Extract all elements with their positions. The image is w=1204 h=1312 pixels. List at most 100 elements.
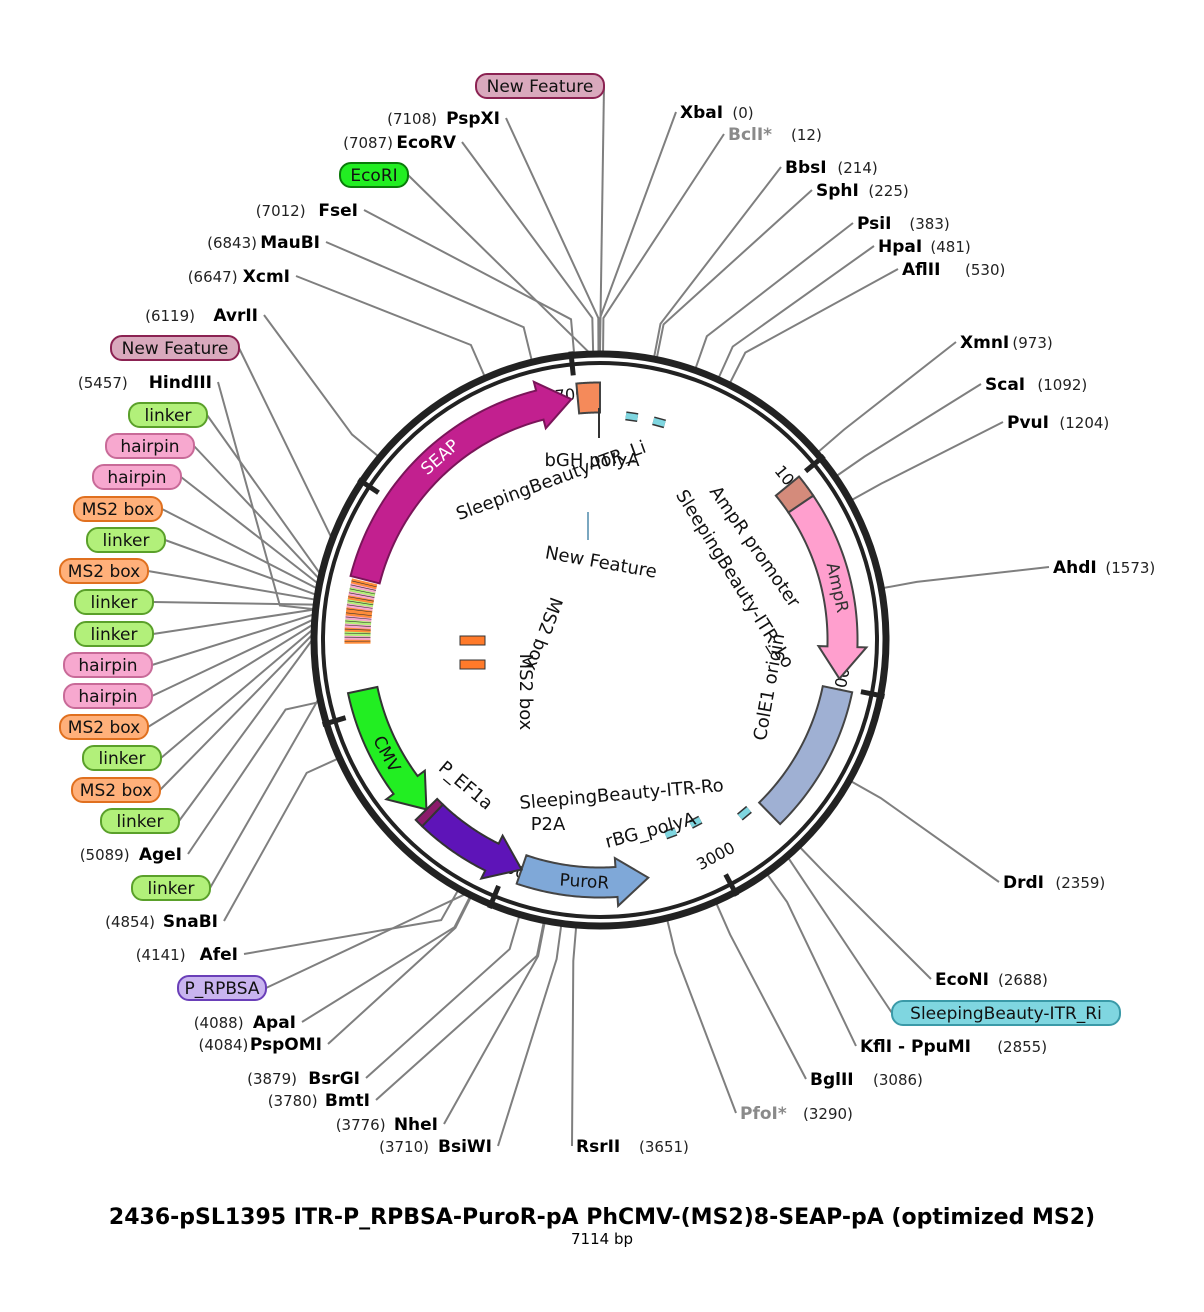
ms2-stripe-edge bbox=[351, 580, 377, 588]
site-drdi: DrdI bbox=[1003, 873, 1044, 893]
leader-line bbox=[295, 275, 486, 377]
site-xmni: XmnI bbox=[960, 333, 1009, 353]
box-leader-line bbox=[152, 608, 314, 635]
site-position: (3710) bbox=[379, 1138, 429, 1156]
site-position: (7087) bbox=[343, 134, 393, 152]
box-leader-line bbox=[151, 618, 314, 697]
site-scai: ScaI bbox=[985, 375, 1025, 395]
site-position: (530) bbox=[965, 261, 1005, 279]
feature-box bbox=[105, 433, 195, 459]
site-pspomi: PspOMI bbox=[250, 1035, 322, 1055]
site-nhei: NheI bbox=[394, 1115, 438, 1135]
leader-line bbox=[505, 117, 600, 353]
ms2-stripe-edge bbox=[344, 628, 371, 631]
site-maubi: MauBI bbox=[260, 233, 320, 253]
box-leader-line bbox=[238, 347, 332, 538]
site-position: (5089) bbox=[80, 846, 130, 864]
feature-box bbox=[92, 464, 182, 490]
box-leader-line bbox=[209, 698, 320, 889]
box-leader-line bbox=[160, 629, 313, 759]
site-position: (2855) bbox=[997, 1038, 1047, 1056]
feature-box-label: New Feature bbox=[487, 77, 594, 97]
site-ahdi: AhdI bbox=[1053, 558, 1097, 578]
feature-box-label: MS2 box bbox=[80, 781, 152, 801]
tick-label: 3000 bbox=[693, 838, 738, 874]
plasmid-title: 2436-pSL1395 ITR-P_RPBSA-PuroR-pA PhCMV-… bbox=[109, 1205, 1095, 1230]
ms2-inner-block bbox=[459, 635, 486, 646]
feature-box bbox=[891, 1000, 1121, 1026]
site-apai: ApaI bbox=[253, 1013, 296, 1033]
ms2-stripe-edge bbox=[345, 616, 372, 620]
site-position: (6843) bbox=[207, 234, 257, 252]
plasmid-backbone bbox=[310, 350, 890, 930]
site-snabi: SnaBI bbox=[163, 912, 218, 932]
feature-p-ef1a bbox=[414, 797, 445, 828]
site-pfoi-: PfoI* bbox=[740, 1104, 787, 1124]
site-sphi: SphI bbox=[816, 181, 859, 201]
site-bbsi: BbsI bbox=[785, 158, 827, 178]
tick-mark bbox=[357, 477, 380, 495]
itr-marker bbox=[652, 417, 666, 427]
leader-line bbox=[263, 314, 379, 458]
box-leader-line bbox=[178, 639, 313, 822]
leader-line bbox=[602, 133, 725, 353]
site-afei: AfeI bbox=[200, 945, 238, 965]
leader-line bbox=[461, 141, 595, 353]
ms2-stripe-edge bbox=[344, 624, 371, 627]
leader-line bbox=[729, 268, 899, 384]
ms2-stripe-edge bbox=[348, 592, 375, 598]
feature-box-label: MS2 box bbox=[68, 562, 140, 582]
site-position: (214) bbox=[837, 159, 877, 177]
feature-box-label: hairpin bbox=[78, 656, 137, 676]
leader-line bbox=[301, 896, 471, 1023]
site-xbai: XbaI bbox=[680, 103, 723, 123]
feature-box-label: New Feature bbox=[122, 339, 229, 359]
ms2-stripe-edge bbox=[349, 588, 376, 595]
feature-box-label: hairpin bbox=[120, 437, 179, 457]
itr-marker bbox=[737, 807, 751, 820]
site-bsiwi: BsiWI bbox=[438, 1137, 492, 1157]
leader-line bbox=[715, 903, 807, 1080]
box-leader-line bbox=[159, 634, 313, 791]
box-leader-line bbox=[152, 601, 315, 606]
site-position: (3290) bbox=[803, 1105, 853, 1123]
ms2-stripe-edge bbox=[344, 632, 371, 635]
feature-bgh-polya bbox=[575, 381, 601, 415]
site-fsei: FseI bbox=[318, 201, 358, 221]
site-rsrii: RsrII bbox=[576, 1137, 620, 1157]
box-leader-line bbox=[206, 414, 321, 574]
site-pspxi: PspXI bbox=[446, 109, 500, 129]
feature-box bbox=[339, 162, 409, 188]
leader-line bbox=[653, 166, 782, 358]
leader-line bbox=[717, 245, 875, 379]
ms2-inner-block bbox=[459, 659, 486, 670]
box-leader-line bbox=[151, 613, 314, 666]
feature-box-label: linker bbox=[148, 879, 195, 899]
feature-cole1-origin bbox=[757, 685, 854, 826]
tick-mark bbox=[568, 351, 576, 376]
site-hpai: HpaI bbox=[878, 237, 922, 257]
site-pvui: PvuI bbox=[1007, 413, 1049, 433]
leader-line bbox=[655, 189, 813, 358]
ms2-stripe-edge bbox=[346, 604, 373, 609]
site-aflii: AflII bbox=[902, 260, 940, 280]
inner-label: MS2 box bbox=[515, 654, 536, 731]
leader-line bbox=[363, 209, 576, 354]
leader-line bbox=[666, 919, 737, 1114]
box-leader-line bbox=[787, 857, 893, 1014]
feature-box-label: P_RPBSA bbox=[185, 979, 260, 999]
inner-label: ColE1 origin bbox=[750, 632, 790, 742]
box-leader-line bbox=[147, 624, 313, 728]
leader-line bbox=[223, 757, 339, 922]
inner-label: bGH polyA bbox=[544, 450, 640, 471]
site-position: (4141) bbox=[136, 946, 186, 964]
leader-lines bbox=[147, 85, 1050, 1147]
site-position: (3086) bbox=[873, 1071, 923, 1089]
tick-mark bbox=[723, 873, 740, 897]
feature-cmv bbox=[346, 685, 428, 811]
itr-marker bbox=[689, 817, 702, 828]
feature-box-label: EcoRI bbox=[350, 166, 397, 186]
feature-box bbox=[71, 777, 161, 803]
site-position: (6647) bbox=[188, 268, 238, 286]
